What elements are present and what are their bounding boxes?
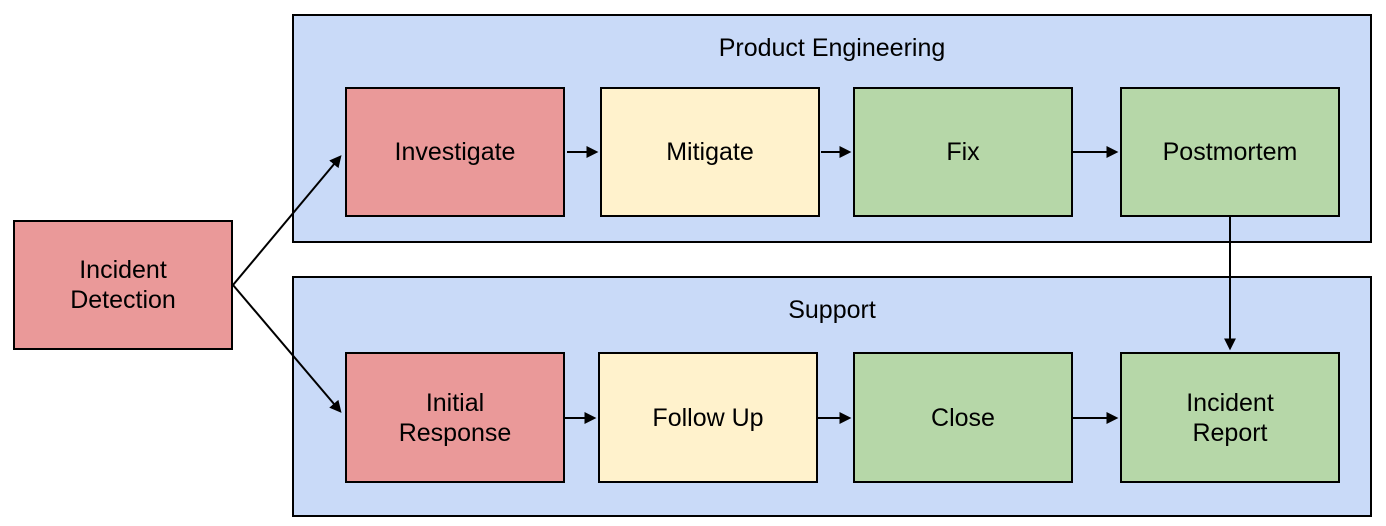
node-close[interactable]: Close (853, 352, 1073, 483)
node-incident-detection-label: Incident Detection (70, 256, 176, 314)
node-fix-label: Fix (946, 138, 980, 166)
node-initial-response[interactable]: Initial Response (345, 352, 565, 483)
node-close-label: Close (931, 403, 995, 432)
node-mitigate[interactable]: Mitigate (600, 87, 820, 217)
node-incident-report[interactable]: Incident Report (1120, 352, 1340, 483)
node-postmortem-label: Postmortem (1162, 138, 1298, 166)
node-mitigate-label: Mitigate (666, 138, 754, 166)
lane-product-engineering-title: Product Engineering (718, 34, 946, 62)
lane-support[interactable]: Support Initial Response Follow Up Close… (292, 276, 1372, 517)
node-postmortem[interactable]: Postmortem (1120, 87, 1340, 217)
lane-product-engineering[interactable]: Product Engineering Investigate Mitigate… (292, 14, 1372, 243)
lane-support-title: Support (788, 296, 876, 324)
node-incident-report-label: Incident Report (1186, 388, 1274, 447)
node-follow-up[interactable]: Follow Up (598, 352, 818, 483)
node-follow-up-label: Follow Up (652, 403, 764, 432)
node-initial-response-label: Initial Response (398, 388, 512, 447)
node-fix[interactable]: Fix (853, 87, 1073, 217)
node-incident-detection[interactable]: Incident Detection (13, 220, 233, 350)
node-investigate-label: Investigate (394, 138, 516, 166)
node-investigate[interactable]: Investigate (345, 87, 565, 217)
